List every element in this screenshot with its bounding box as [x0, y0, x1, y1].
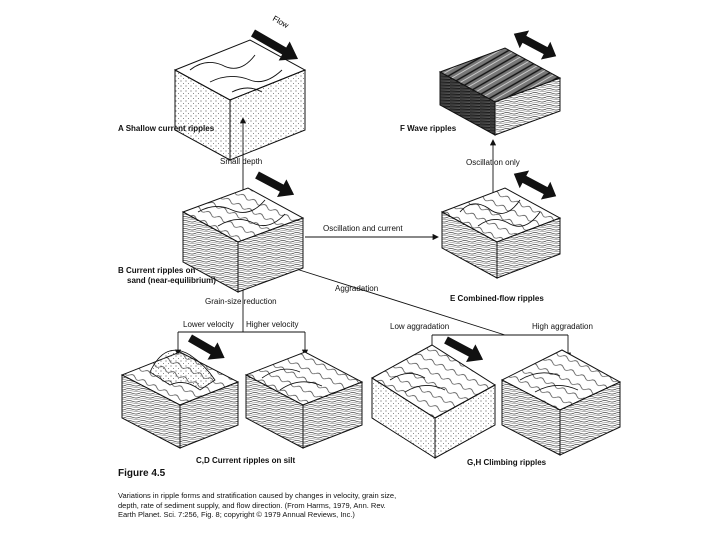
block-c-current-ripples-silt	[120, 349, 240, 449]
block-b-current-ripples-sand	[181, 187, 305, 293]
flow-label: Flow	[271, 14, 290, 30]
block-f-wave-ripples	[438, 47, 562, 136]
block-b-label-line2: sand (near-equilibrium)	[127, 276, 216, 285]
oscillation-current-label: Oscillation and current	[323, 224, 403, 233]
caption-line: depth, rate of sediment supply, and flow…	[118, 500, 386, 510]
oscillation-arrow-icon	[513, 170, 557, 200]
block-cd-label: C,D Current ripples on silt	[196, 456, 296, 465]
oscillation-only-label: Oscillation only	[466, 158, 520, 167]
caption-line: Earth Planet. Sci. 7:256, Fig. 8; copyri…	[118, 510, 355, 519]
flow-arrow-icon	[251, 29, 299, 61]
low-aggradation-label: Low aggradation	[390, 322, 450, 331]
high-aggradation-label: High aggradation	[532, 322, 593, 331]
flow-arrow-icon	[444, 336, 484, 362]
aggradation-label: Aggradation	[335, 284, 379, 293]
connector-lines	[174, 117, 572, 359]
block-b-label-line1: B Current ripples on	[118, 266, 196, 275]
block-a-shallow-current-ripples	[173, 39, 307, 161]
figure-caption: Variations in ripple forms and stratific…	[118, 491, 448, 520]
block-f-label: F Wave ripples	[400, 124, 457, 133]
caption-line: Variations in ripple forms and stratific…	[118, 491, 397, 500]
flow-arrow-icon	[188, 334, 225, 360]
figure-title: Figure 4.5	[118, 468, 166, 479]
block-e-combined-flow-ripples	[440, 187, 562, 279]
aggradation-line	[289, 266, 506, 336]
block-e-label: E Combined-flow ripples	[450, 294, 544, 303]
block-gh-label: G,H Climbing ripples	[467, 458, 547, 467]
grain-size-reduction-label: Grain-size reduction	[205, 297, 277, 306]
lower-velocity-label: Lower velocity	[183, 320, 234, 329]
oscillation-arrow-icon	[513, 30, 557, 60]
block-a-label: A Shallow current ripples	[118, 124, 215, 133]
block-h-climbing-ripples	[500, 349, 622, 456]
flow-arrow-icon	[255, 171, 295, 197]
block-g-climbing-ripples	[371, 344, 496, 459]
block-d-current-ripples-silt	[244, 351, 364, 449]
higher-velocity-label: Higher velocity	[246, 320, 299, 329]
small-depth-label: Small depth	[220, 157, 263, 166]
